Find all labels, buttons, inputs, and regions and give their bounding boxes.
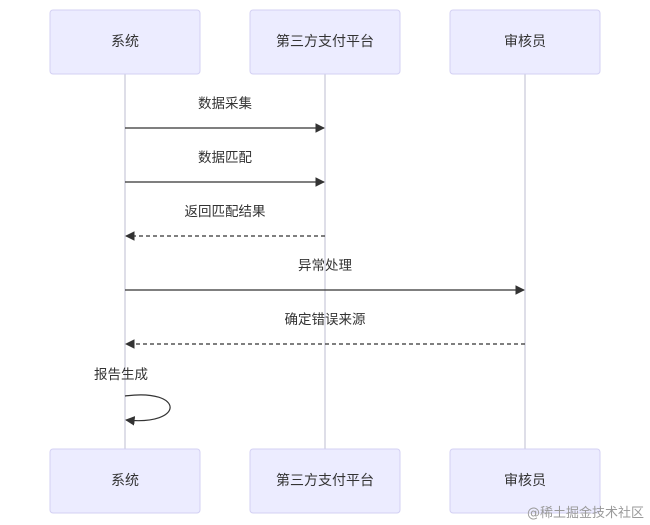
- actor-box-rev-bottom: 审核员: [449, 448, 601, 514]
- message-2: 数据匹配: [125, 150, 325, 187]
- watermark-text: @稀土掘金技术社区: [526, 506, 644, 521]
- actor-label-pay-top: 第三方支付平台: [276, 33, 374, 50]
- message-label: 报告生成: [94, 367, 148, 383]
- actor-box-pay-bottom: 第三方支付平台: [249, 448, 401, 514]
- self-message-arrow: [124, 394, 171, 426]
- message-6: 报告生成: [94, 367, 171, 426]
- actor-box-sys-top: 系统: [49, 9, 201, 75]
- message-label: 数据匹配: [198, 150, 252, 166]
- actor-label-rev-top: 审核员: [504, 34, 546, 50]
- message-4: 异常处理: [125, 258, 525, 295]
- actor-box-rev-top: 审核员: [449, 9, 601, 75]
- message-3: 返回匹配结果: [125, 204, 325, 241]
- message-label: 返回匹配结果: [185, 204, 266, 220]
- actor-box-pay-top: 第三方支付平台: [249, 9, 401, 75]
- actor-label-sys-bottom: 系统: [111, 473, 139, 489]
- actor-label-sys-top: 系统: [111, 34, 139, 50]
- message-label: 确定错误来源: [285, 312, 366, 328]
- actor-box-sys-bottom: 系统: [49, 448, 201, 514]
- message-5: 确定错误来源: [125, 312, 525, 349]
- actor-label-pay-bottom: 第三方支付平台: [276, 472, 374, 489]
- message-label: 数据采集: [198, 96, 252, 112]
- actor-label-rev-bottom: 审核员: [504, 473, 546, 489]
- message-1: 数据采集: [125, 96, 325, 133]
- message-label: 异常处理: [298, 258, 352, 274]
